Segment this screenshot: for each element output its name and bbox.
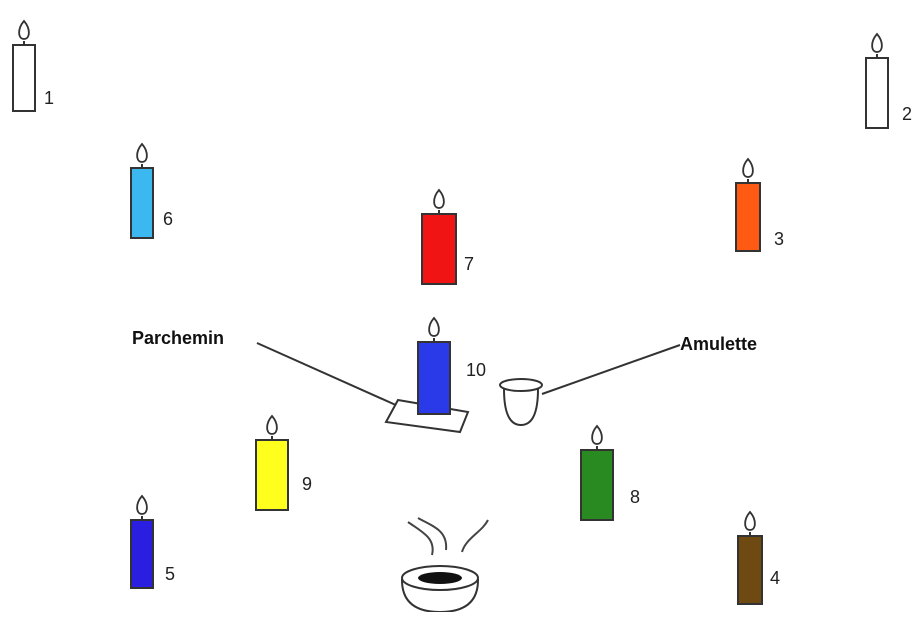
candle-number-label: 9 xyxy=(302,474,312,494)
amulet-label: Amulette xyxy=(680,334,757,354)
candle-body xyxy=(255,439,289,511)
candle-number-label: 2 xyxy=(902,104,912,124)
parchment-pointer-line xyxy=(256,342,399,407)
candle-body xyxy=(12,44,36,112)
flame-icon xyxy=(591,424,603,445)
flame-icon xyxy=(18,19,30,40)
candle-2: 2 xyxy=(865,32,912,129)
flame-icon xyxy=(428,316,440,337)
candle-4: 4 xyxy=(737,510,780,605)
flame-icon xyxy=(742,157,754,178)
candle-body xyxy=(421,213,457,285)
candle-body xyxy=(417,341,451,415)
candle-number-label: 5 xyxy=(165,564,175,584)
candle-3: 3 xyxy=(735,157,784,252)
candle-7: 7 xyxy=(421,188,474,285)
amulet-icon xyxy=(499,378,543,427)
candle-6: 6 xyxy=(130,142,173,239)
candle-9: 9 xyxy=(255,414,312,511)
candle-body xyxy=(130,519,154,589)
candle-number-label: 10 xyxy=(466,360,486,380)
candle-5: 5 xyxy=(130,494,175,589)
candle-body xyxy=(580,449,614,521)
candle-number-label: 3 xyxy=(774,229,784,249)
parchment-label: Parchemin xyxy=(132,328,224,348)
candle-10: 10 xyxy=(417,316,486,415)
flame-icon xyxy=(744,510,756,531)
candle-number-label: 7 xyxy=(464,254,474,274)
candle-number-label: 1 xyxy=(44,88,54,108)
flame-icon xyxy=(433,188,445,209)
amulet-pointer-line xyxy=(541,344,681,395)
flame-icon xyxy=(266,414,278,435)
flame-icon xyxy=(136,494,148,515)
candle-number-label: 4 xyxy=(770,568,780,588)
candle-number-label: 8 xyxy=(630,487,640,507)
incense-burner-icon xyxy=(400,517,489,614)
candle-number-label: 6 xyxy=(163,209,173,229)
candle-body xyxy=(130,167,154,239)
candle-body xyxy=(735,182,761,252)
candle-body xyxy=(865,57,889,129)
candle-body xyxy=(737,535,763,605)
flame-icon xyxy=(136,142,148,163)
candles-layer: 1 2 3 4 5 6 7 8 9 10 xyxy=(12,19,912,605)
candle-8: 8 xyxy=(580,424,640,521)
candle-1: 1 xyxy=(12,19,54,112)
flame-icon xyxy=(871,32,883,53)
